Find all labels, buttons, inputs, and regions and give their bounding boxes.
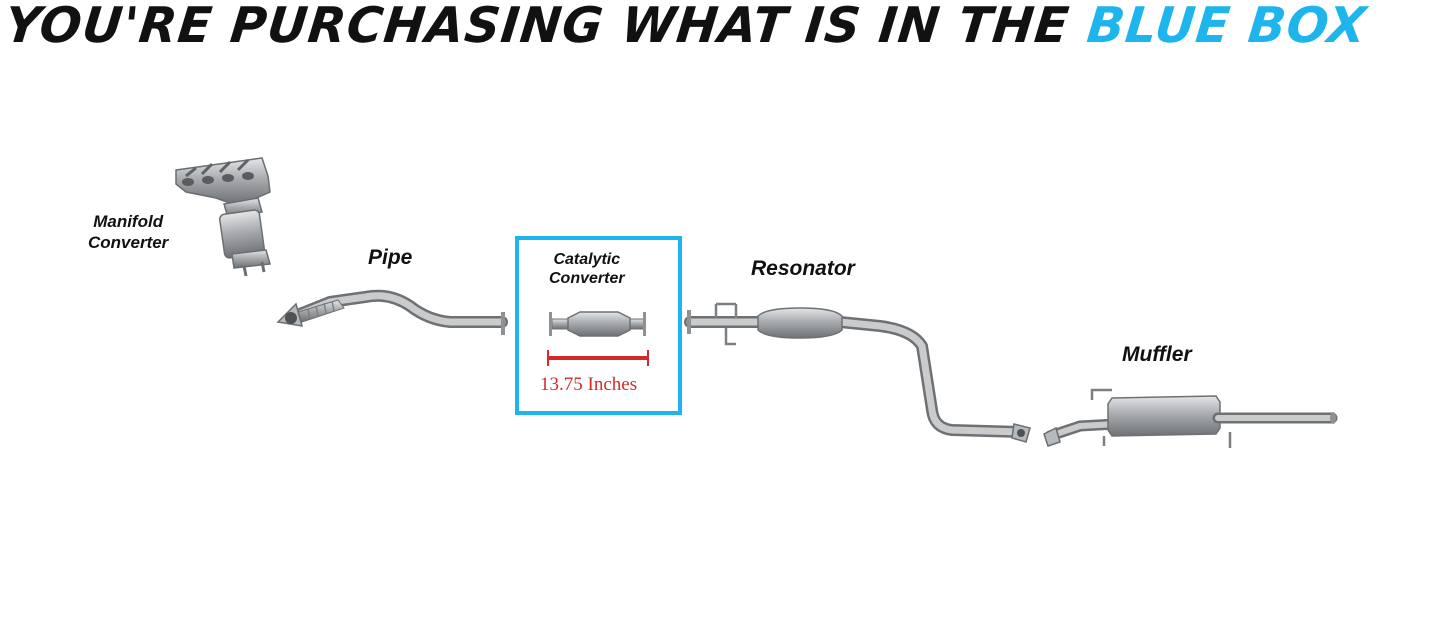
catalytic-converter-label: Catalytic Converter bbox=[549, 250, 625, 288]
catalytic-label-line2: Converter bbox=[549, 270, 625, 287]
pipe-part bbox=[276, 289, 508, 335]
manifold-label-line2: Converter bbox=[88, 233, 169, 252]
resonator-label: Resonator bbox=[751, 257, 855, 280]
manifold-converter-part bbox=[175, 157, 271, 277]
resonator-part bbox=[684, 302, 1031, 443]
measurement-indicator bbox=[547, 350, 649, 366]
highlighted-product-box bbox=[515, 236, 682, 415]
manifold-converter-label: Manifold Converter bbox=[88, 211, 168, 253]
manifold-label-line1: Manifold bbox=[93, 212, 164, 231]
muffler-label: Muffler bbox=[1122, 343, 1192, 366]
catalytic-converter-part bbox=[549, 311, 646, 337]
muffler-part bbox=[1043, 388, 1338, 448]
catalytic-label-line1: Catalytic bbox=[553, 251, 621, 268]
pipe-label: Pipe bbox=[368, 246, 413, 269]
length-measurement-text: 13.75 Inches bbox=[540, 374, 638, 395]
